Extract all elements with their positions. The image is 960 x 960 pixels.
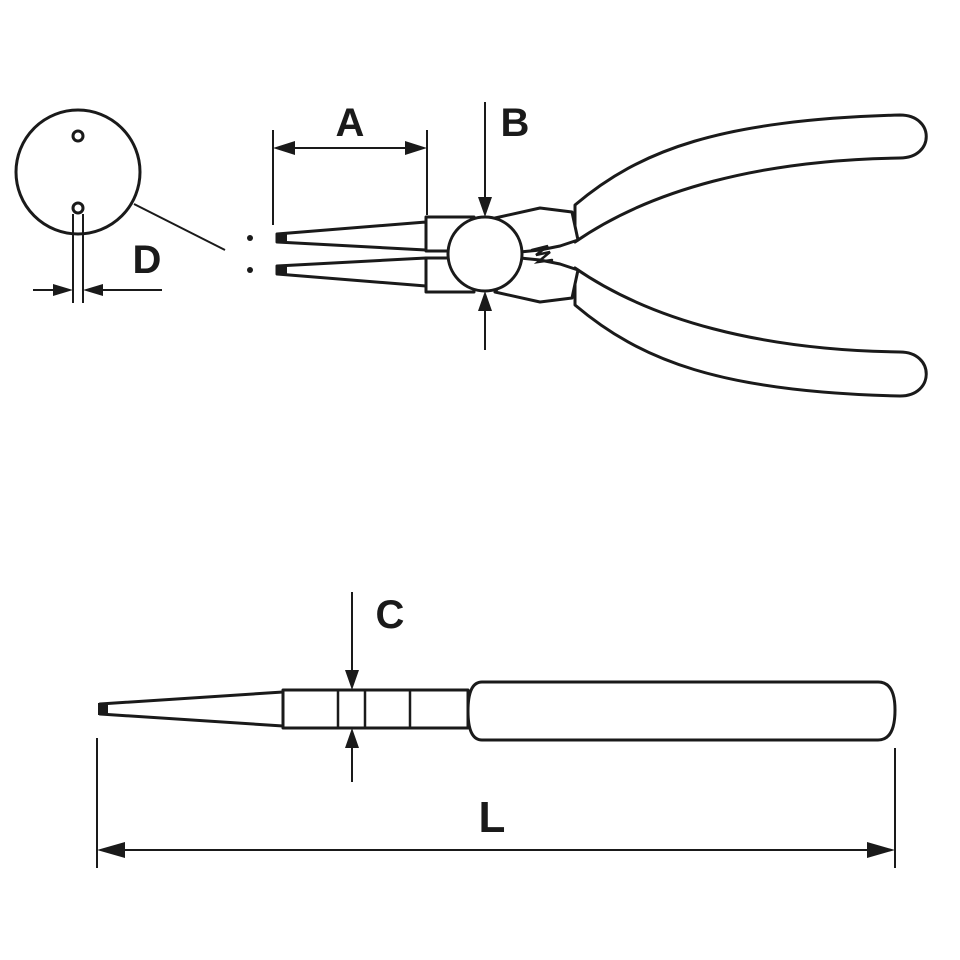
dimension-b: B: [478, 101, 529, 350]
upper-handle: [573, 113, 928, 244]
dimension-a: A: [272, 101, 428, 225]
pliers-top-view: [247, 113, 928, 398]
label-d: D: [133, 238, 162, 282]
detail-circle: [14, 108, 142, 236]
detail-leader: [133, 203, 226, 251]
lower-handle: [573, 266, 928, 398]
tip-dot-upper: [247, 235, 253, 241]
lower-tip-end: [277, 266, 287, 275]
label-c: C: [376, 593, 405, 637]
label-a: A: [336, 101, 365, 145]
pivot-joint: [446, 215, 524, 293]
dimension-c: C: [345, 592, 404, 782]
tip-detail-view: D: [14, 108, 226, 303]
side-collar: [281, 688, 470, 730]
detail-hole-lower: [71, 201, 85, 215]
label-l: L: [479, 793, 506, 842]
dimension-l: L: [96, 738, 896, 868]
pliers-side-view: [98, 680, 897, 742]
label-b: B: [501, 101, 530, 145]
detail-hole-upper: [71, 129, 85, 143]
side-tip: [98, 690, 285, 728]
side-handle: [466, 680, 897, 742]
upper-tip: [275, 220, 428, 252]
lower-tip: [275, 256, 428, 288]
tip-dot-lower: [247, 267, 253, 273]
side-tip-end: [98, 703, 108, 715]
spring: [530, 244, 554, 264]
upper-tip-end: [277, 233, 287, 242]
